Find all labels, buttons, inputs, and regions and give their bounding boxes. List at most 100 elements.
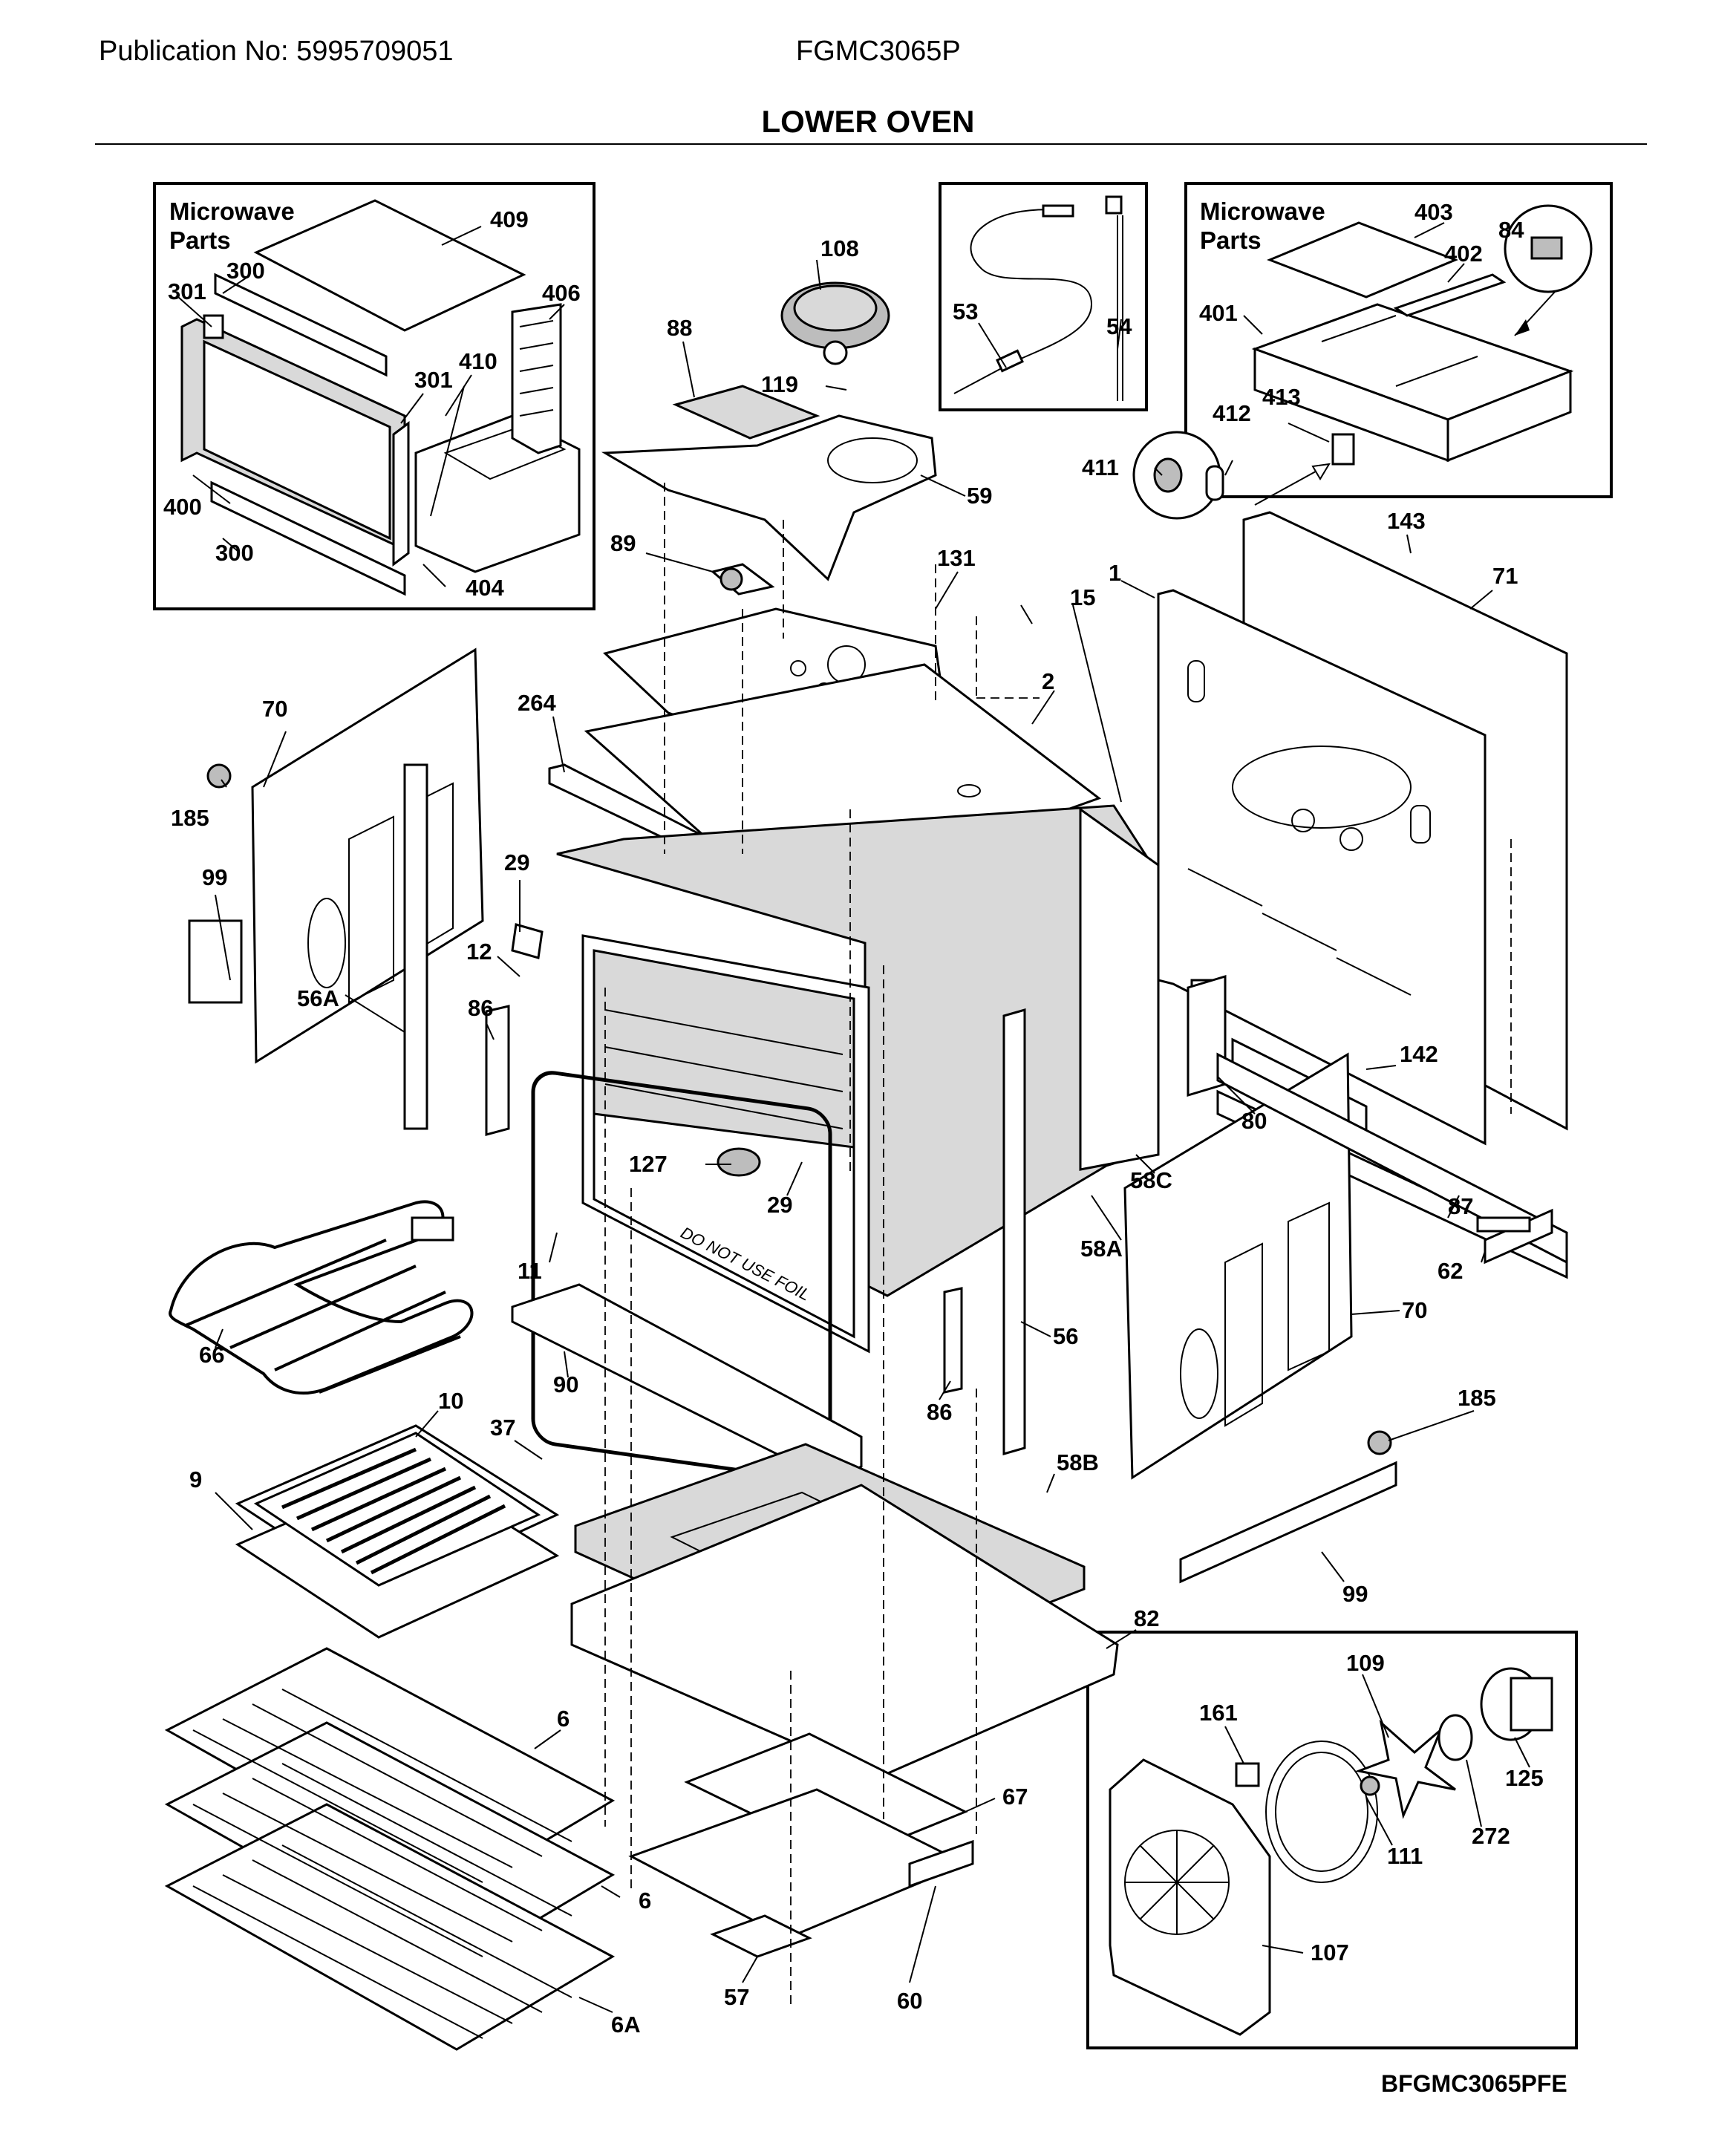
- side-panels: [188, 647, 1397, 1584]
- callout-62: 62: [1438, 1258, 1463, 1284]
- callout-58B: 58B: [1057, 1449, 1099, 1475]
- callout-37: 37: [490, 1415, 515, 1441]
- inset-left-title-line1: Microwave: [169, 198, 295, 225]
- callout-89: 89: [610, 530, 636, 556]
- callout-88: 88: [667, 315, 692, 341]
- callout-12: 12: [466, 939, 492, 965]
- callout-57: 57: [724, 1984, 749, 2010]
- callout-264: 264: [518, 690, 556, 716]
- callout-300: 300: [226, 258, 265, 284]
- callout-185: 185: [171, 805, 209, 831]
- diagram-reference-code: BFGMC3065PFE: [1381, 2070, 1567, 2097]
- callout-labels: 409 300 301 406 410 301 400 300 404 108 …: [163, 199, 1544, 2038]
- callout-161: 161: [1199, 1700, 1238, 1726]
- callout-90: 90: [553, 1371, 578, 1397]
- callout-400: 400: [163, 494, 202, 520]
- door-gasket-shape: [531, 1071, 832, 1482]
- lower-right-parts: [1187, 974, 1568, 1265]
- callout-80: 80: [1241, 1108, 1267, 1134]
- callout-71: 71: [1492, 563, 1518, 589]
- callout-86: 86: [468, 995, 493, 1021]
- bottom-assembly: [511, 1283, 1119, 1958]
- callout-53: 53: [953, 299, 978, 324]
- callout-84: 84: [1498, 217, 1524, 243]
- callout-66: 66: [199, 1342, 224, 1368]
- model-number: FGMC3065P: [796, 36, 961, 67]
- callout-107: 107: [1311, 1940, 1349, 1966]
- callout-67: 67: [1002, 1784, 1028, 1810]
- callout-58A: 58A: [1080, 1236, 1123, 1262]
- callout-6: 6: [557, 1706, 570, 1732]
- callout-56A: 56A: [297, 985, 339, 1011]
- callout-60: 60: [897, 1988, 922, 2014]
- microwave-parts-right: [1132, 204, 1593, 520]
- callout-272: 272: [1472, 1823, 1510, 1849]
- inset-microwave-right-frame: [1184, 182, 1613, 498]
- callout-413: 413: [1262, 384, 1301, 410]
- callout-70: 70: [262, 696, 287, 722]
- callout-301: 301: [168, 278, 206, 304]
- microwave-parts-left: [180, 199, 581, 596]
- callout-301: 301: [414, 367, 453, 393]
- callout-11: 11: [518, 1258, 542, 1284]
- section-title: LOWER OVEN: [761, 104, 975, 139]
- callout-185: 185: [1458, 1385, 1496, 1411]
- callout-131: 131: [937, 545, 976, 571]
- callout-406: 406: [542, 280, 581, 306]
- callout-10: 10: [438, 1388, 463, 1414]
- callout-15: 15: [1070, 584, 1095, 610]
- callout-125: 125: [1505, 1765, 1544, 1791]
- callout-58C: 58C: [1130, 1167, 1172, 1193]
- callout-87: 87: [1448, 1193, 1473, 1219]
- callout-70: 70: [1402, 1297, 1427, 1323]
- callout-54: 54: [1106, 313, 1132, 339]
- callout-409: 409: [490, 206, 529, 232]
- convection-fan-parts: [1109, 1667, 1553, 2036]
- back-panel-assembly: [1157, 511, 1568, 1279]
- callout-403: 403: [1414, 199, 1453, 225]
- callout-119: 119: [761, 371, 798, 397]
- callout-109: 109: [1346, 1650, 1385, 1676]
- inset-left-title-line2: Parts: [169, 226, 231, 254]
- oven-racks: [164, 1647, 616, 2051]
- callout-6A: 6A: [611, 2012, 641, 2038]
- callout-99: 99: [1342, 1581, 1368, 1607]
- callout-2: 2: [1042, 668, 1054, 694]
- publication-number: Publication No: 5995709051: [99, 36, 454, 67]
- callout-412: 412: [1213, 400, 1251, 426]
- oven-cavity: DO NOT USE FOIL: [556, 804, 1160, 1354]
- leader-lines: [177, 222, 1530, 2013]
- callout-300: 300: [215, 540, 254, 566]
- cable-inset-parts: [953, 195, 1123, 401]
- inset-convection-fan-frame: [1086, 1631, 1578, 2049]
- header-rule: [95, 143, 1647, 145]
- callout-82: 82: [1134, 1605, 1159, 1631]
- callout-86: 86: [927, 1399, 952, 1425]
- callout-402: 402: [1444, 241, 1483, 267]
- callout-410: 410: [459, 348, 497, 374]
- broil-pan: [235, 1424, 560, 1639]
- callout-108: 108: [820, 235, 859, 261]
- callout-1: 1: [1109, 560, 1121, 586]
- callout-411: 411: [1082, 454, 1119, 480]
- callout-6: 6: [639, 1888, 651, 1914]
- callout-9: 9: [189, 1467, 202, 1493]
- callout-127: 127: [629, 1151, 668, 1177]
- callout-59: 59: [967, 483, 992, 509]
- broil-element: [169, 1200, 474, 1395]
- callout-142: 142: [1400, 1041, 1438, 1067]
- inset-microwave-left-frame: [153, 182, 595, 610]
- callout-29: 29: [504, 849, 529, 875]
- upper-duct-assembly: [601, 281, 937, 596]
- inset-right-title-line2: Parts: [1200, 226, 1262, 254]
- callout-404: 404: [466, 575, 504, 601]
- callout-29: 29: [767, 1192, 792, 1218]
- callout-56: 56: [1053, 1323, 1078, 1349]
- callout-401: 401: [1199, 300, 1238, 326]
- alignment-lines: [604, 483, 1512, 2005]
- inset-cable-frame: [939, 182, 1148, 411]
- callout-99: 99: [202, 864, 227, 890]
- callout-143: 143: [1387, 508, 1426, 534]
- callout-111: 111: [1387, 1843, 1423, 1869]
